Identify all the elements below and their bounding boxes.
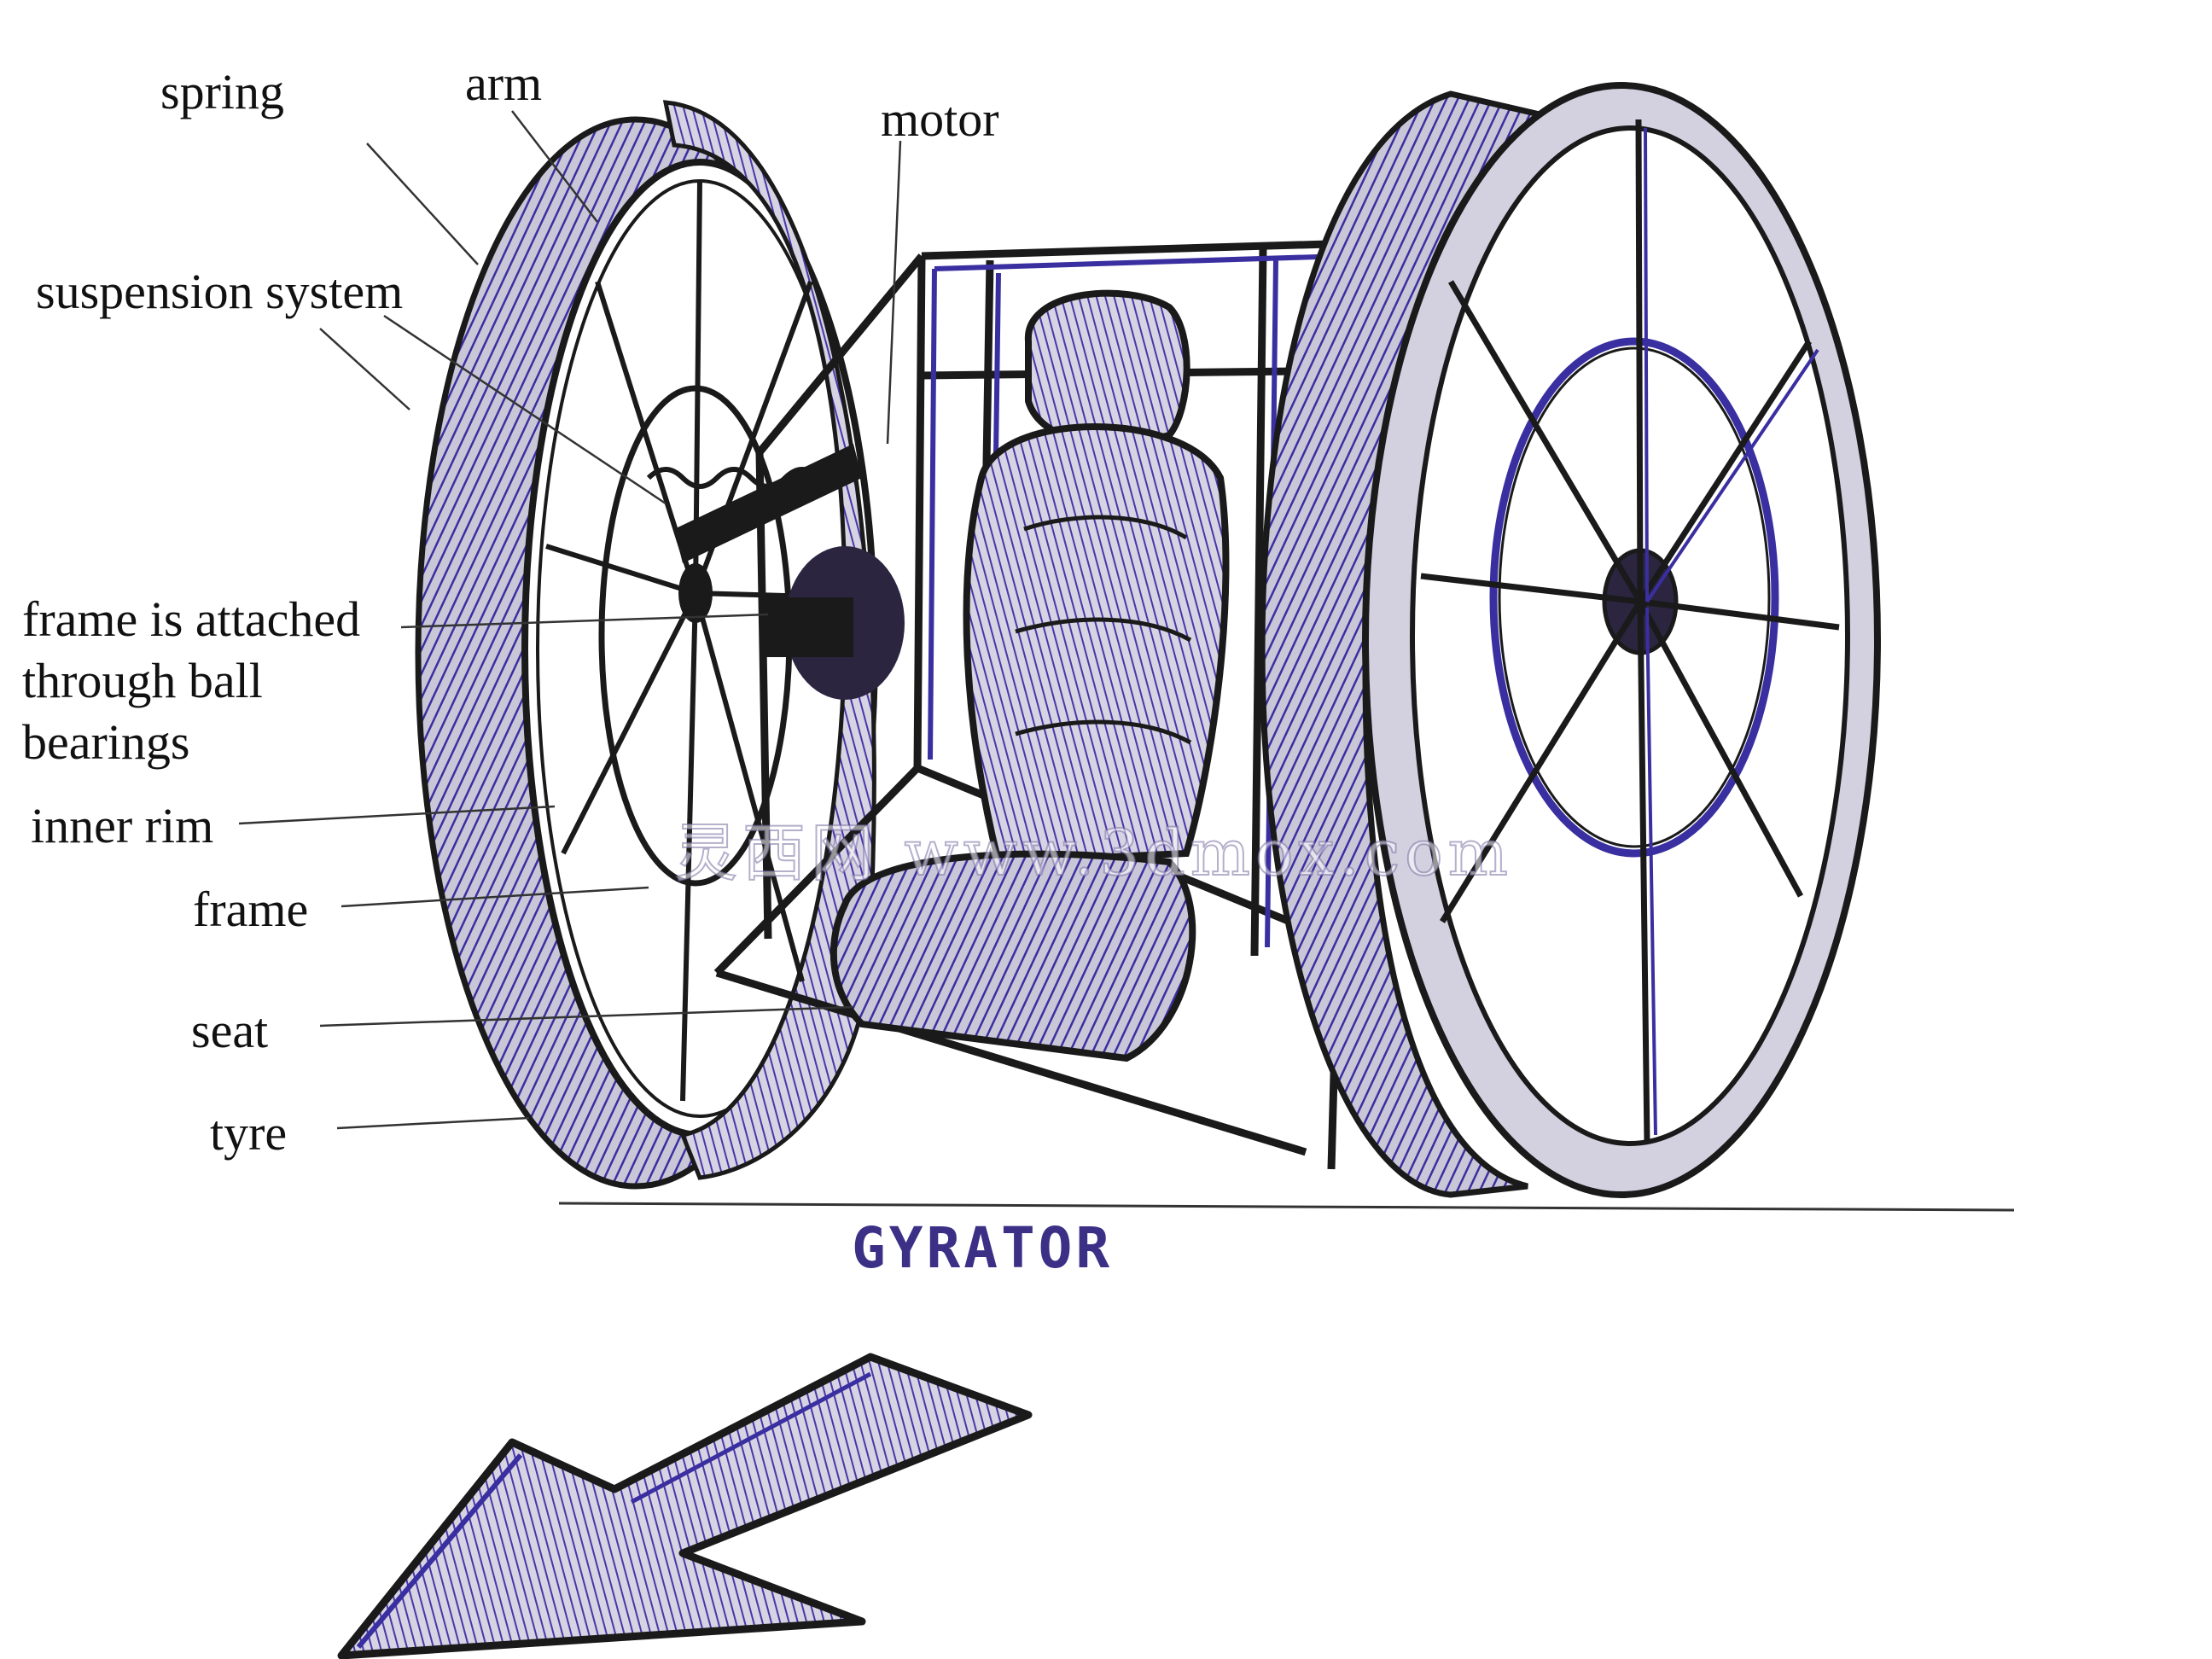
label-inner-rim: inner rim	[31, 798, 214, 853]
right-spokes-blue	[1644, 127, 1819, 1136]
caption-gyrator: GYRATOR	[852, 1215, 1114, 1281]
left-wheel	[415, 100, 878, 1190]
ground-line	[558, 1202, 2015, 1212]
suspension-arm	[674, 444, 862, 563]
label-frame-attached: frame is attached through ball bearings	[22, 591, 361, 770]
label-seat: seat	[191, 1003, 269, 1058]
label-tyre: tyre	[210, 1105, 288, 1161]
leader-lines	[238, 110, 902, 1130]
arrow-sketch	[337, 1353, 1033, 1659]
motor-block	[760, 546, 905, 700]
watermark: 灵西网 www.3dmox.com	[673, 816, 1513, 891]
right-spokes	[1420, 119, 1840, 1144]
right-wheel	[1259, 82, 1881, 1198]
label-frame: frame	[193, 882, 309, 937]
seat	[830, 289, 1230, 1062]
label-arm: arm	[465, 55, 543, 111]
right-inner-rim	[1489, 337, 1779, 858]
label-motor: motor	[881, 91, 999, 147]
label-suspension-system: suspension system	[36, 264, 404, 319]
label-spring: spring	[160, 64, 284, 119]
